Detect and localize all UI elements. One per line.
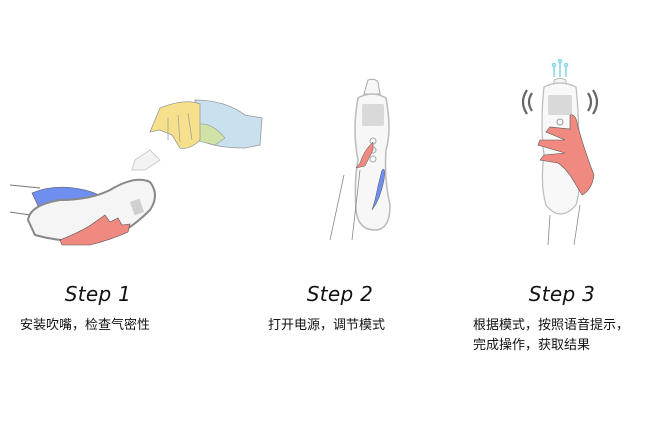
step3-description-line1: 根据模式，按照语音提示， — [473, 318, 630, 333]
device-upright-icon — [354, 78, 391, 231]
voice-signal-icon — [551, 58, 569, 77]
step2-illustration — [329, 78, 391, 241]
step1-description: 安装吹嘴，检查气密性 — [20, 318, 151, 333]
finger-pressing-icon — [355, 141, 374, 169]
step3-illustration — [521, 58, 599, 246]
holding-hand-icon — [59, 214, 131, 246]
screen-icon — [548, 95, 572, 115]
step1-illustration — [9, 99, 263, 246]
hand-icon — [537, 114, 595, 196]
step3-title: Step 3 — [528, 282, 596, 306]
thumb-icon — [371, 168, 385, 211]
sound-wave-right-icon — [587, 89, 599, 115]
power-button-icon — [556, 118, 564, 126]
step2-description: 打开电源，调节模式 — [268, 318, 386, 333]
sound-wave-left-icon — [521, 89, 533, 115]
step3-description-line2: 完成操作，获取结果 — [473, 338, 591, 353]
screen-icon — [362, 104, 384, 126]
hand-with-mouthpiece-icon — [131, 99, 263, 171]
step2-title: Step 2 — [306, 282, 374, 306]
step1-title: Step 1 — [64, 282, 132, 306]
